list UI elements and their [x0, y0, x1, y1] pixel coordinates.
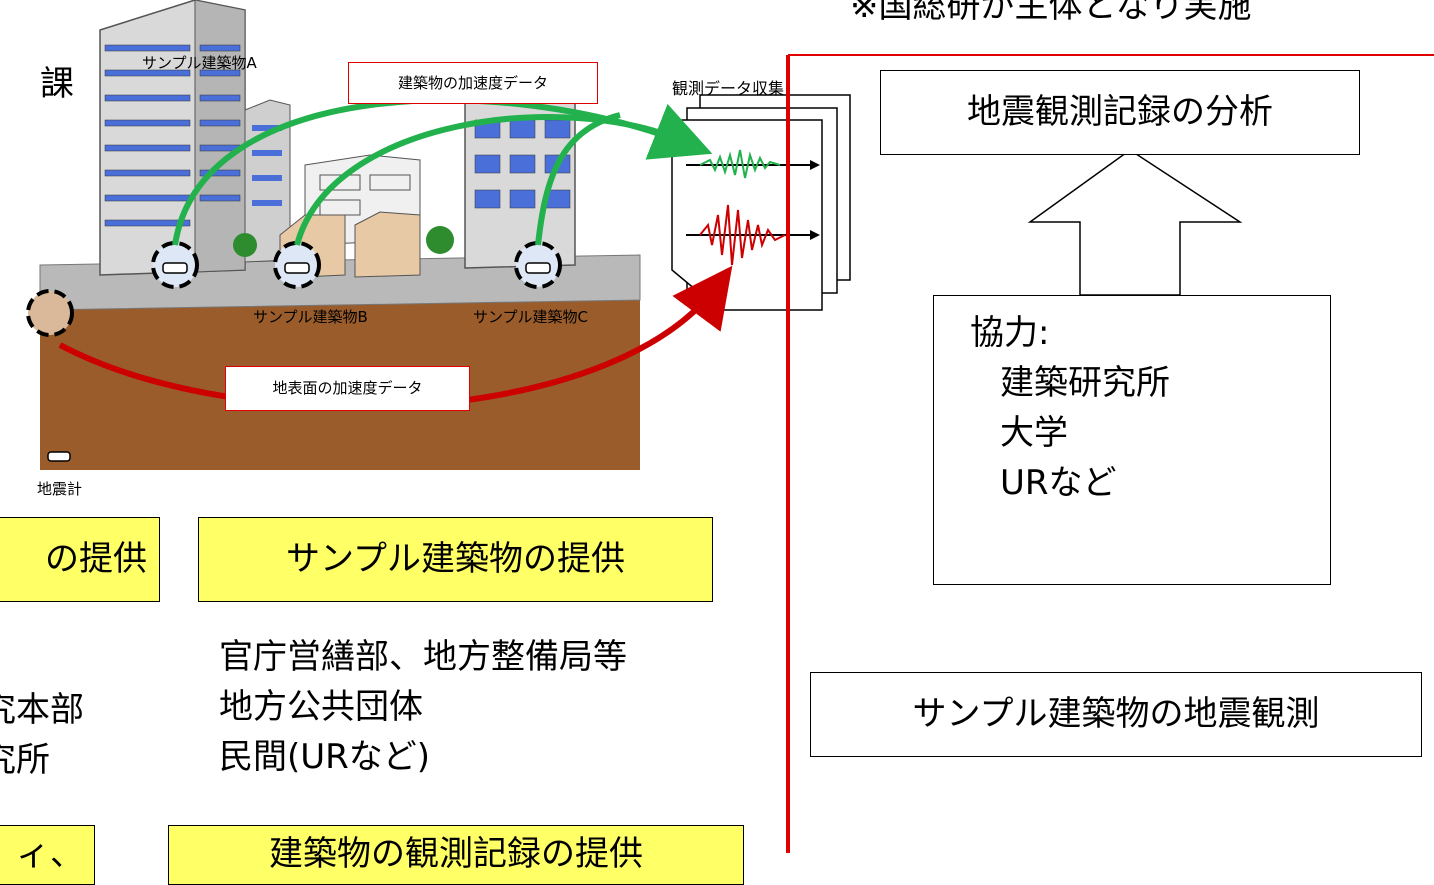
sensor-ground [26, 289, 74, 337]
cooperation-member: URなど [1000, 463, 1117, 503]
provider-item: 地方公共団体 [219, 687, 423, 727]
tree [233, 233, 257, 257]
providers-list: 官庁営繕部、地方整備局等 地方公共団体 民間(URなど) [219, 632, 627, 782]
seismometer-icon [47, 451, 71, 462]
tree [426, 226, 454, 254]
label-building-accel: 建築物の加速度データ [348, 62, 598, 104]
header-note: ※国総研が主体となり実施 [850, 0, 1252, 26]
partial-bottom-left-box: ィ、 [0, 825, 95, 885]
cooperation-member: 建築研究所 [1000, 363, 1170, 403]
label-ground-accel: 地表面の加速度データ [225, 366, 470, 411]
data-sheets [671, 94, 851, 311]
label-building-c: サンプル建築物C [473, 308, 589, 326]
partial-offer-box: の提供 [0, 517, 160, 602]
label-building-b: サンプル建築物B [253, 308, 368, 326]
label-building-a: サンプル建築物A [142, 54, 257, 72]
cooperation-title: 協力: [970, 313, 1050, 353]
left-partial-item: 究所 [0, 740, 50, 780]
left-partial-list: 究本部 究所 [0, 685, 84, 785]
waveform-red [699, 204, 786, 266]
waveform-green [699, 149, 781, 179]
partial-bottom-box: 建築物の観測記録の提供 [168, 825, 744, 885]
cooperation-box: 協力: 建築研究所 大学 URなど [933, 295, 1331, 585]
cooperation-member: 大学 [1000, 413, 1068, 453]
arrow-building-b [294, 114, 682, 246]
arrow-building-c [535, 112, 621, 246]
label-data-collection: 観測データ収集 [672, 79, 785, 98]
left-partial-item: 究本部 [0, 690, 84, 730]
up-arrow [1027, 149, 1243, 296]
provider-item: 民間(URなど) [219, 737, 431, 777]
label-seismometer: 地震計 [37, 480, 83, 498]
analysis-box: 地震観測記録の分析 [880, 70, 1360, 155]
sample-offer-box: サンプル建築物の提供 [198, 517, 713, 602]
house-2 [354, 211, 421, 278]
sample-observation-box: サンプル建築物の地震観測 [810, 672, 1422, 757]
left-edge-char: 課 [40, 64, 74, 104]
provider-item: 官庁営繕部、地方整備局等 [219, 637, 627, 677]
